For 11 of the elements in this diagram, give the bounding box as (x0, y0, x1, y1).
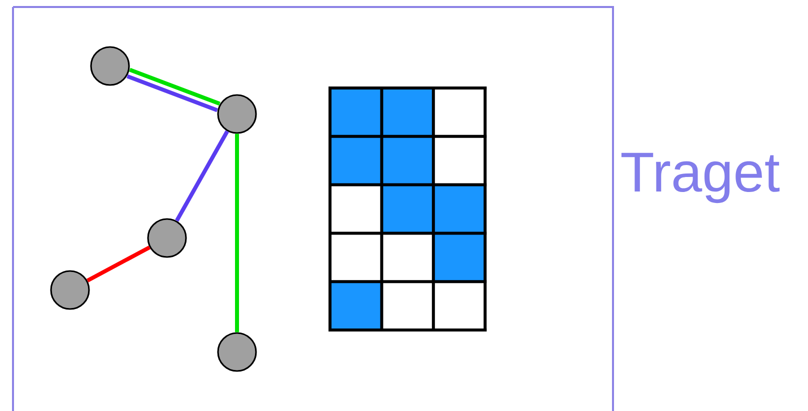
circle-node (90, 46, 130, 86)
circle-node (217, 332, 257, 372)
connector-line (235, 134, 239, 332)
circle-node (217, 94, 257, 134)
connector-line (86, 246, 150, 282)
connector-line (129, 68, 220, 106)
connector-line (175, 130, 230, 222)
circle-node (147, 218, 187, 258)
circle-node (50, 270, 90, 310)
side-label: Traget (621, 152, 780, 204)
connector-line (126, 74, 218, 112)
